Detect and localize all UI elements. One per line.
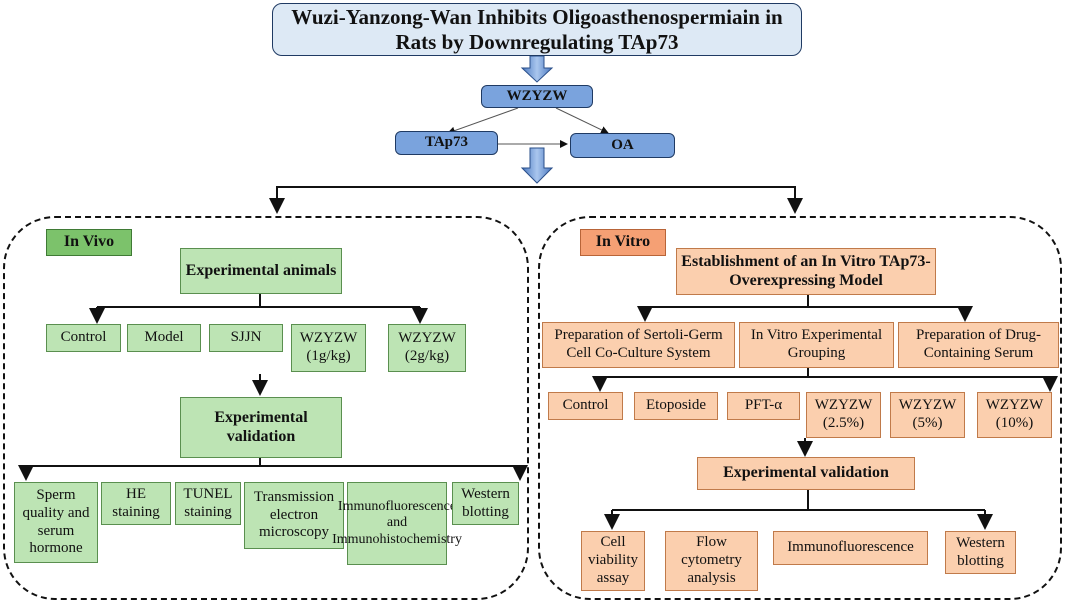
prep-grouping: In Vitro Experimental Grouping — [739, 322, 894, 368]
oa-node: OA — [570, 133, 675, 158]
vitro-group-wzyzw-10: WZYZW (10%) — [977, 392, 1052, 438]
assay-cell-viability: Cell viability assay — [581, 531, 645, 591]
method-sperm-quality: Sperm quality and serum hormone — [14, 482, 98, 563]
wzyzw-node: WZYZW — [481, 85, 593, 108]
assay-western-blotting: Western blotting — [945, 531, 1016, 574]
diagram-title: Wuzi-Yanzong-Wan Inhibits Oligoasthenosp… — [272, 3, 802, 56]
in-vivo-tag: In Vivo — [46, 229, 132, 256]
experimental-animals-box: Experimental animals — [180, 248, 342, 294]
flow-arrow-1 — [520, 55, 554, 83]
tap73-node: TAp73 — [395, 131, 498, 155]
method-western-blotting: Western blotting — [452, 482, 519, 525]
in-vivo-panel — [3, 216, 529, 600]
group-model: Model — [127, 324, 201, 352]
in-vitro-tag: In Vitro — [580, 229, 666, 256]
method-immuno: Immunofluorescence and Immunohistochemis… — [332, 482, 462, 565]
tap73-model-box: Establishment of an In Vitro TAp73-Overe… — [676, 248, 936, 295]
vitro-group-wzyzw-5: WZYZW (5%) — [890, 392, 965, 438]
prep-drug-serum: Preparation of Drug-Containing Serum — [898, 322, 1059, 368]
group-wzyzw-1g: WZYZW (1g/kg) — [291, 324, 366, 372]
method-tem: Transmission electron microscopy — [244, 482, 344, 549]
group-control: Control — [46, 324, 121, 352]
prep-coculture: Preparation of Sertoli-Germ Cell Co-Cult… — [542, 322, 735, 368]
in-vivo-validation-box: Experimental validation — [180, 397, 342, 458]
vitro-group-etoposide: Etoposide — [634, 392, 718, 420]
assay-flow-cytometry: Flow cytometry analysis — [665, 531, 758, 591]
vitro-group-pft: PFT-α — [727, 392, 800, 420]
group-wzyzw-2g: WZYZW (2g/kg) — [388, 324, 466, 372]
method-tunel-staining: TUNEL staining — [175, 482, 241, 525]
flow-arrow-2 — [520, 147, 554, 184]
group-sjjn: SJJN — [209, 324, 283, 352]
assay-immunofluorescence: Immunofluorescence — [773, 531, 928, 565]
in-vitro-validation-box: Experimental validation — [697, 457, 915, 490]
in-vitro-panel — [538, 216, 1062, 600]
vitro-group-control: Control — [548, 392, 623, 420]
method-he-staining: HE staining — [101, 482, 171, 525]
vitro-group-wzyzw-2-5: WZYZW (2.5%) — [806, 392, 881, 438]
